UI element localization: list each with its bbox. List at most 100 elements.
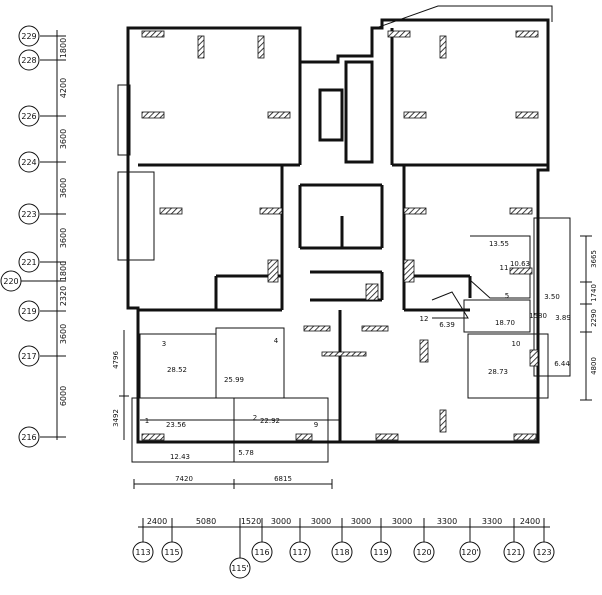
axis-label: 116 bbox=[254, 548, 269, 557]
room-area: 5.78 bbox=[238, 449, 254, 457]
room-number: 5 bbox=[505, 292, 509, 300]
axis-bubble-113 bbox=[132, 541, 154, 563]
dimension-value: 3600 bbox=[59, 129, 68, 149]
room-outline bbox=[431, 291, 469, 319]
wall-segment bbox=[403, 207, 427, 215]
axis-label: 217 bbox=[21, 352, 36, 361]
balcony-bottom-left bbox=[131, 397, 329, 463]
axis-label: 113 bbox=[135, 548, 150, 557]
wall-segment bbox=[257, 35, 265, 59]
wall-segment bbox=[267, 111, 291, 119]
left-small-dimensions: 4796 3492 bbox=[112, 330, 129, 440]
dimension-value: 6815 bbox=[274, 475, 292, 483]
wall-segment bbox=[403, 259, 415, 283]
wall-segment bbox=[141, 111, 165, 119]
dimension-value: 3000 bbox=[392, 517, 412, 526]
axis-bubble-115 bbox=[161, 541, 183, 563]
room-number: 4 bbox=[274, 337, 279, 345]
axis-label: 117 bbox=[292, 548, 307, 557]
wall-segment bbox=[375, 433, 399, 441]
dimension-value: 7420 bbox=[175, 475, 193, 483]
axis-label: 228 bbox=[21, 56, 36, 65]
axis-bubble-228 bbox=[18, 49, 40, 71]
wall-segment bbox=[419, 339, 429, 363]
axis-bubble-118 bbox=[331, 541, 353, 563]
dimension-value: 2320 bbox=[59, 286, 68, 306]
wall-segment bbox=[515, 111, 539, 119]
bottom-dimension-chain: 2400 5080 1520 3000 3000 3000 3000 3300 … bbox=[132, 517, 555, 579]
dimension-value: 2400 bbox=[520, 517, 540, 526]
wall-segment bbox=[403, 111, 427, 119]
axis-bubble-116 bbox=[251, 541, 273, 563]
building-outline bbox=[117, 5, 571, 463]
dimension-value: 3300 bbox=[482, 517, 502, 526]
room-area: 12.43 bbox=[170, 453, 190, 461]
axis-bubble-121 bbox=[503, 541, 525, 563]
wall-segment bbox=[513, 433, 537, 441]
wall-segment bbox=[515, 30, 539, 38]
wall-segment bbox=[387, 30, 411, 38]
room-area: 18.70 bbox=[495, 319, 515, 327]
wall-segment bbox=[159, 207, 183, 215]
room-outline bbox=[469, 235, 531, 299]
axis-bubble-120 bbox=[413, 541, 435, 563]
room-number: 1580 bbox=[529, 312, 547, 320]
dimension-value: 2400 bbox=[147, 517, 167, 526]
room-area: 6.39 bbox=[439, 321, 455, 329]
dimension-value: 1740 bbox=[590, 284, 598, 302]
room-area: 25.99 bbox=[224, 376, 244, 384]
dimension-value: 1800 bbox=[59, 38, 68, 58]
room-number: 12 bbox=[420, 315, 429, 323]
room-area: 13.55 bbox=[489, 240, 509, 248]
wall-segment bbox=[321, 351, 367, 357]
axis-label: 223 bbox=[21, 210, 36, 219]
dimension-value: 3600 bbox=[59, 178, 68, 198]
dimension-value: 6000 bbox=[59, 386, 68, 406]
room-number: 9 bbox=[314, 421, 318, 429]
room-number: 11 bbox=[500, 264, 509, 272]
room-outline bbox=[215, 327, 285, 399]
wall-segment bbox=[295, 433, 313, 441]
exterior-wall bbox=[126, 18, 550, 444]
axis-label: 119 bbox=[373, 548, 388, 557]
wall-segment bbox=[141, 30, 165, 38]
overall-dimensions: 7420 6815 bbox=[133, 475, 333, 489]
axis-bubble-120-prime bbox=[459, 541, 481, 563]
room-area: 22.92 bbox=[260, 417, 280, 425]
dimension-value: 2290 bbox=[590, 309, 598, 327]
room-outline bbox=[463, 299, 531, 333]
room-area: 6.44 bbox=[554, 360, 570, 368]
wall-segment bbox=[141, 433, 165, 441]
dimension-value: 3000 bbox=[271, 517, 291, 526]
axis-label: 220 bbox=[3, 277, 18, 286]
axis-bubble-224 bbox=[18, 151, 40, 173]
axis-label: 120' bbox=[461, 548, 478, 557]
axis-bubble-216 bbox=[18, 426, 40, 448]
wall-segment bbox=[439, 409, 447, 433]
dimension-value: 3000 bbox=[351, 517, 371, 526]
axis-label: 216 bbox=[21, 433, 36, 442]
axis-bubble-223 bbox=[18, 203, 40, 225]
dimension-value: 4796 bbox=[112, 351, 120, 369]
axis-bubble-115-prime bbox=[229, 557, 251, 579]
axis-bubble-217 bbox=[18, 345, 40, 367]
axis-label: 120 bbox=[416, 548, 431, 557]
elevator-shaft bbox=[318, 88, 344, 142]
dimension-value: 4800 bbox=[590, 357, 598, 375]
room-outlines bbox=[139, 235, 549, 462]
room-number: 2 bbox=[253, 414, 257, 422]
axis-label: 224 bbox=[21, 158, 36, 167]
axis-label: 229 bbox=[21, 32, 36, 41]
axis-bubble-117 bbox=[289, 541, 311, 563]
dimension-value: 1800 bbox=[59, 261, 68, 281]
hatched-wall-segments bbox=[141, 30, 539, 441]
dimension-value: 3600 bbox=[59, 228, 68, 248]
axis-label: 118 bbox=[334, 548, 349, 557]
dimension-value: 3492 bbox=[112, 409, 120, 427]
wall-segment bbox=[303, 325, 331, 332]
wall-segment bbox=[267, 259, 279, 283]
axis-bubble-219 bbox=[18, 300, 40, 322]
wall-segment bbox=[365, 283, 379, 301]
wall-segment bbox=[529, 349, 539, 367]
